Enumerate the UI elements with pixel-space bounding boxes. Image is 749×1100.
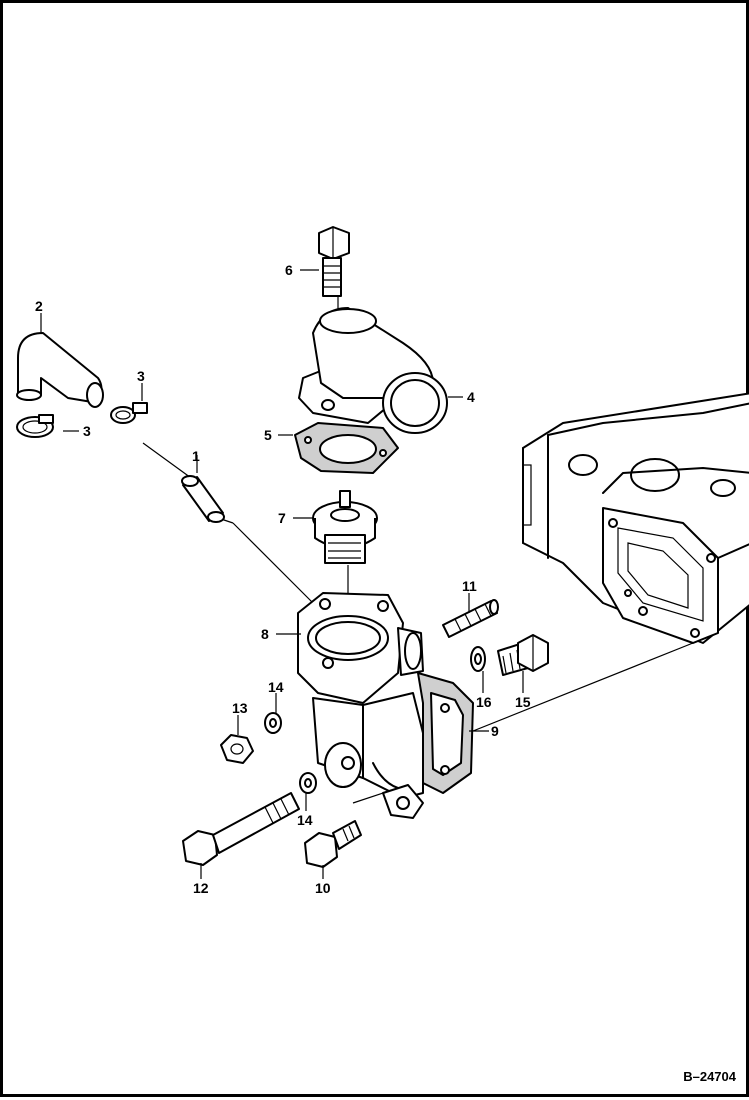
part-7-thermostat [312, 490, 378, 564]
callout-9: 9 [491, 723, 499, 739]
part-11-stud [442, 599, 499, 638]
part-13-nut [220, 734, 254, 764]
part-16-washer [470, 646, 486, 672]
callout-4: 4 [467, 389, 475, 405]
callout-8: 8 [261, 626, 269, 642]
callout-14-lower: 14 [297, 812, 313, 828]
callout-14-upper: 14 [268, 679, 284, 695]
callout-3-right: 3 [137, 368, 145, 384]
callout-12: 12 [193, 880, 209, 896]
callout-16: 16 [476, 694, 492, 710]
figure-reference: B–24704 [683, 1069, 736, 1084]
callout-3-left: 3 [83, 423, 91, 439]
callout-1: 1 [192, 448, 200, 464]
callout-6: 6 [285, 262, 293, 278]
part-2-hose [16, 332, 104, 408]
part-12-long-bolt [182, 792, 300, 866]
callout-11: 11 [462, 578, 477, 594]
callout-7: 7 [278, 510, 286, 526]
part-10-bolt [304, 820, 362, 868]
callout-10: 10 [315, 880, 331, 896]
part-14-washer-lower [299, 772, 317, 794]
callout-2: 2 [35, 298, 43, 314]
part-9-gasket [417, 672, 474, 794]
part-14-washer-upper [264, 712, 282, 734]
part-5-gasket [294, 422, 399, 474]
part-6-bolt [318, 226, 350, 297]
part-8-thermostat-housing [297, 592, 424, 819]
part-15-plug [497, 634, 549, 676]
leader-lines [40, 269, 524, 879]
exploded-view-drawing [16, 226, 749, 879]
callout-13: 13 [232, 700, 248, 716]
part-3-clamp-right [110, 402, 148, 424]
part-4-thermostat-cover [298, 307, 448, 434]
engine-block [522, 392, 749, 644]
callout-15: 15 [515, 694, 531, 710]
callout-5: 5 [264, 427, 272, 443]
part-3-clamp-left [16, 414, 54, 438]
part-1-pipe [181, 475, 225, 523]
